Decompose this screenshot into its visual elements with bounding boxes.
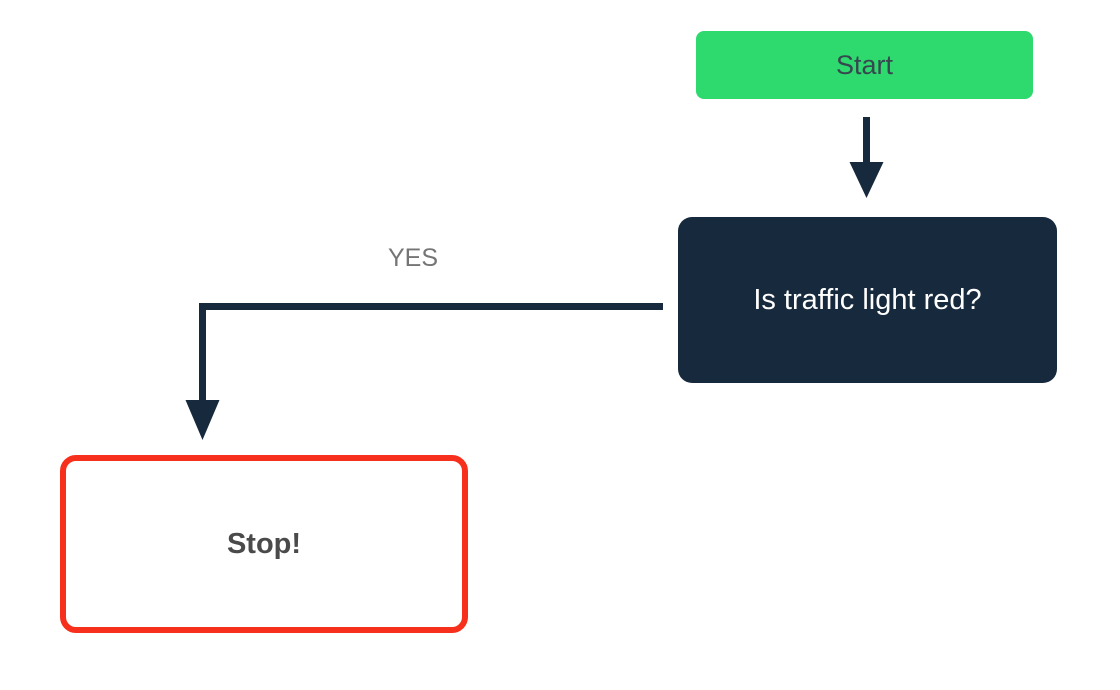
node-decision: Is traffic light red? <box>678 217 1057 383</box>
edge-decision-to-stop-line <box>199 303 663 403</box>
node-decision-label: Is traffic light red? <box>753 283 982 316</box>
edge-decision-to-stop-arrowhead <box>185 400 220 440</box>
node-start-label: Start <box>835 49 894 80</box>
node-start: Start <box>696 31 1033 99</box>
edge-label-yes: YES <box>387 244 439 272</box>
node-stop-label: Stop! <box>226 527 302 560</box>
node-stop: Stop! <box>60 455 468 633</box>
edge-start-to-decision-arrowhead <box>849 162 884 198</box>
